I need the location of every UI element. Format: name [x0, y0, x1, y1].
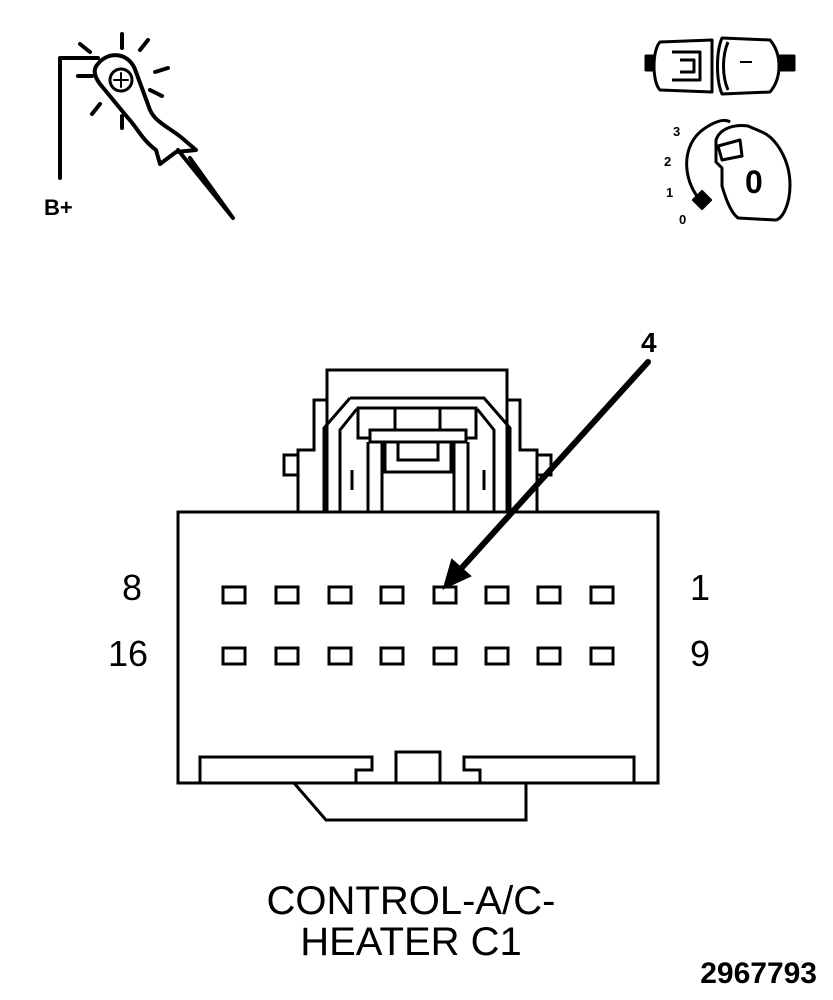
row1-right-pin-label: 1 [690, 567, 710, 608]
probe-body [92, 53, 198, 166]
pin-callout-label: 4 [641, 327, 657, 358]
pin-cavity-1 [589, 585, 615, 605]
pin-cavity-12 [432, 646, 458, 666]
latch-frame [322, 396, 512, 512]
pin-cavity-16 [221, 646, 247, 666]
pin-cavity-5 [379, 585, 405, 605]
connector-title-line2: HEATER C1 [300, 920, 522, 964]
key-position-marker [692, 190, 712, 210]
pin-cavity-10 [536, 646, 562, 666]
key-face-label: 0 [745, 164, 763, 200]
key-position-0: 0 [679, 212, 686, 227]
probe-lead-wire [58, 56, 100, 180]
key-switch-arc [685, 118, 731, 204]
lamp-glow-rays [76, 32, 170, 130]
bottom-rail [198, 755, 636, 783]
pin-cavity-2 [536, 585, 562, 605]
pin-cavity-9 [589, 646, 615, 666]
pin-cavity-11 [484, 646, 510, 666]
callout-arrow [442, 359, 651, 590]
row2-right-pin-label: 9 [690, 633, 710, 674]
key-position-3: 3 [673, 124, 680, 139]
pin-cavity-13 [379, 646, 405, 666]
pin-row-2 [221, 646, 615, 666]
connector-disconnect-icon [644, 36, 796, 96]
pin-cavity-3 [484, 585, 510, 605]
connector-body [176, 510, 660, 785]
row2-left-pin-label: 16 [108, 633, 148, 674]
supply-label: B+ [44, 195, 73, 220]
key-position-2: 2 [664, 154, 671, 169]
connector-title-line1: CONTROL-A/C- [267, 879, 556, 923]
connector-face [176, 368, 660, 822]
pin-cavity-8 [221, 585, 247, 605]
pin-cavity-15 [274, 646, 300, 666]
pin-cavity-6 [327, 585, 353, 605]
key-position-1: 1 [666, 185, 673, 200]
pin-cavity-4 [432, 585, 458, 605]
bottom-key [394, 750, 442, 785]
test-probe-icon [58, 32, 235, 220]
pin-cavity-14 [327, 646, 353, 666]
ignition-key-icon [685, 118, 792, 222]
bottom-skirt [292, 782, 528, 822]
pin-row-1 [221, 585, 615, 605]
pin-cavity-7 [274, 585, 300, 605]
probe-tip [176, 148, 235, 220]
figure-id: 2967793 [700, 957, 817, 990]
row1-left-pin-label: 8 [122, 567, 142, 608]
